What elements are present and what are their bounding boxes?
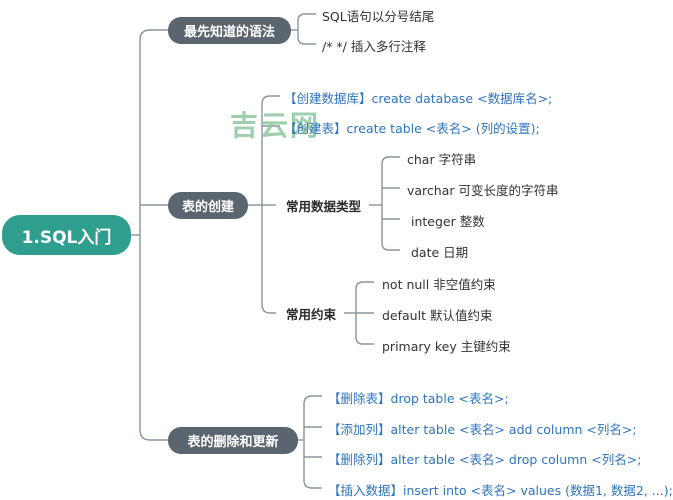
add-column-item: 【添加列】alter table <表名> add column <列名>; [328,419,637,438]
constraints-node: 常用约束 [285,306,336,322]
create-table-code: create table <表名> (列的设置); [346,121,540,136]
root-node: 1.SQL入门 [2,215,131,255]
data-type-item: integer 整数 [411,214,485,229]
create-database-code: create database <数据库名>; [371,91,553,106]
create-table-tag: 【创建表】 [284,121,347,136]
add-column-code: alter table <表名> add column <列名>; [390,422,637,437]
constraint-item: primary key 主键约束 [382,339,511,354]
watermark: 吉云网 [230,109,321,142]
drop-table-item: 【删除表】drop table <表名>; [328,388,509,407]
syntax-item: /* */ 插入多行注释 [322,39,426,54]
branch-table-create: 表的创建 [168,192,248,219]
data-type-item: date 日期 [411,245,469,260]
data-type-item: varchar 可变长度的字符串 [407,183,559,198]
drop-column-code: alter table <表名> drop column <列名>; [390,452,642,467]
drop-table-code: drop table <表名>; [390,391,509,406]
branch-table-modify: 表的删除和更新 [168,427,298,454]
create-database-item: 【创建数据库】create database <数据库名>; [284,88,552,107]
drop-column-tag: 【删除列】 [328,452,391,467]
constraint-item: not null 非空值约束 [382,277,496,292]
constraint-item: default 默认值约束 [382,308,493,323]
drop-table-tag: 【删除表】 [328,391,391,406]
create-database-tag: 【创建数据库】 [284,91,372,106]
data-types-node: 常用数据类型 [285,198,361,214]
drop-column-item: 【删除列】alter table <表名> drop column <列名>; [328,449,641,468]
insert-data-item: 【插入数据】insert into <表名> values (数据1, 数据2,… [328,480,673,499]
insert-data-code: insert into <表名> values (数据1, 数据2, ...); [403,483,673,498]
syntax-item: SQL语句以分号结尾 [322,9,435,24]
branch-syntax: 最先知道的语法 [168,17,291,44]
insert-data-tag: 【插入数据】 [328,483,404,498]
add-column-tag: 【添加列】 [328,422,391,437]
data-type-item: char 字符串 [407,152,477,167]
create-table-item: 【创建表】create table <表名> (列的设置); [284,118,540,137]
